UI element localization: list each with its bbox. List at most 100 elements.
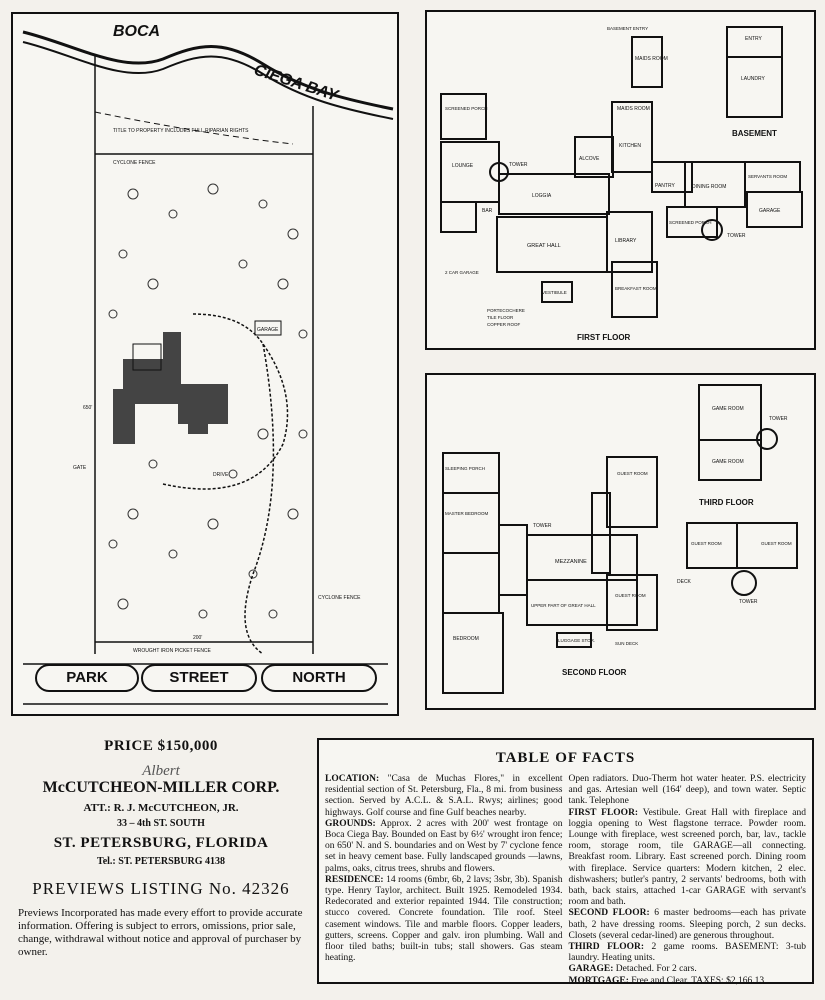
label-tile-floor: TILE FLOOR	[487, 315, 514, 320]
room-guest-room-3: GUEST ROOM	[691, 541, 722, 546]
second-floor-panel: GAME ROOM GAME ROOM TOWER THIRD FLOOR SL…	[425, 373, 816, 710]
third-floor-facts-text: 2 game rooms. BASEMENT: 3-tub laundry. H…	[568, 942, 807, 964]
riparian-note: TITLE TO PROPERTY INCLUDES FULL RIPARIAN…	[113, 128, 249, 134]
third-floor-title: THIRD FLOOR	[699, 498, 754, 507]
room-guest-room-4: GUEST ROOM	[761, 541, 792, 546]
room-maids-room-1: MAIDS ROOM	[635, 56, 668, 62]
table-of-facts: TABLE OF FACTS LOCATION: "Casa de Muchas…	[317, 738, 814, 986]
attention-line: ATT.: R. J. McCUTCHEON, JR.	[83, 802, 239, 814]
facts-title: TABLE OF FACTS	[495, 750, 636, 766]
room-luggage-stor: LUGGAGE STOR.	[558, 638, 595, 643]
telephone: Tel.: ST. PETERSBURG 4138	[96, 856, 226, 867]
second-floor-title: SECOND FLOOR	[562, 668, 627, 677]
room-guest-room-1: GUEST ROOM	[617, 471, 648, 476]
mortgage-text: Free and Clear. TAXES: $2,166.13	[631, 975, 765, 986]
first-floor-facts-text: Vestibule. Great Hall with fireplace and…	[568, 807, 807, 908]
dimension-left: 650'	[83, 405, 92, 411]
room-breakfast-room: BREAKFAST ROOM	[615, 286, 657, 291]
second-floor-facts-label: SECOND FLOOR:	[568, 908, 650, 919]
room-2-car-garage: 2 CAR GARAGE	[445, 270, 479, 275]
room-tower-1: TOWER	[533, 523, 552, 529]
first-floor-facts-label: FIRST FLOOR:	[568, 807, 639, 818]
price-text: PRICE $150,000	[104, 738, 218, 754]
room-kitchen: KITCHEN	[619, 143, 641, 149]
room-loggia: LOGGIA	[532, 193, 552, 199]
room-screened-porch-2: SCREENED PORCH	[669, 220, 712, 225]
room-garage: GARAGE	[759, 208, 781, 214]
garage-label: GARAGE	[257, 327, 279, 333]
grounds-text: Approx. 2 acres with 200' west frontage …	[325, 818, 563, 874]
second-floor-plan: GAME ROOM GAME ROOM TOWER THIRD FLOOR SL…	[442, 384, 798, 694]
room-master-bedroom: MASTER BEDROOM	[445, 511, 489, 516]
room-mezzanine: MEZZANINE	[555, 559, 587, 565]
cyclone-fence-right-label: CYCLONE FENCE	[318, 595, 361, 601]
gate-label: GATE	[73, 465, 87, 471]
grounds-label: GROUNDS:	[325, 818, 376, 829]
facts-column-right: Open radiators. Duo-Therm hot water heat…	[568, 774, 807, 986]
room-alcove: ALCOVE	[579, 156, 600, 162]
room-tower-2: TOWER	[727, 233, 746, 239]
room-bedroom: BEDROOM	[453, 636, 479, 642]
street-label-street: STREET	[141, 664, 257, 692]
location-text: "Casa de Muchas Flores," in excellent re…	[325, 774, 563, 818]
room-tower-1: TOWER	[509, 162, 528, 168]
bay-shoreline	[22, 30, 394, 111]
street-label-north: NORTH	[261, 664, 377, 692]
room-tower-3: TOWER	[769, 416, 788, 422]
room-bar: BAR	[482, 208, 493, 214]
first-floor-panel: BASEMENT ENTRY MAIDS ROOM MAIDS ROOM ENT…	[425, 10, 816, 350]
mortgage-label: MORTGAGE:	[568, 975, 629, 986]
driveway	[162, 313, 289, 490]
company-name: McCUTCHEON-MILLER CORP.	[42, 779, 280, 796]
bay-shoreline-inner	[22, 41, 394, 120]
price-block: PRICE $150,000 Albert McCUTCHEON-MILLER …	[12, 722, 310, 994]
house-footprint	[113, 332, 228, 444]
label-deck: DECK	[677, 579, 692, 585]
room-sleeping-porch: SLEEPING PORCH	[445, 466, 485, 471]
site-plan-drawing: BOCA CIEGA BAY TITLE TO PROPERTY INCLUDE…	[22, 23, 394, 705]
room-dining-room: DINING ROOM	[692, 184, 726, 190]
cyclone-fence-top-label: CYCLONE FENCE	[113, 160, 156, 166]
room-maids-room-2: MAIDS ROOM	[617, 106, 650, 112]
room-game-room-2: GAME ROOM	[712, 459, 744, 465]
third-floor-facts-label: THIRD FLOOR:	[568, 942, 645, 953]
location-label: LOCATION:	[325, 774, 380, 784]
room-screened-porch: SCREENED PORCH	[445, 106, 488, 111]
picket-fence-label: WROUGHT IRON PICKET FENCE	[133, 648, 212, 654]
room-library: LIBRARY	[615, 238, 637, 244]
room-vestibule: VESTIBULE	[542, 290, 567, 295]
basement-title: BASEMENT	[732, 129, 777, 138]
room-basement-entry: BASEMENT ENTRY	[607, 26, 648, 31]
tree-scatter	[108, 183, 308, 619]
label-sun-deck: SUN DECK	[615, 641, 638, 646]
street-label-park: PARK	[35, 664, 139, 692]
second-floor-facts-text: 6 master bedrooms—each has private bath,…	[568, 908, 807, 941]
site-plan-panel: BOCA CIEGA BAY TITLE TO PROPERTY INCLUDE…	[11, 12, 399, 716]
residence-label: RESIDENCE:	[325, 874, 384, 885]
utilities-text: Open radiators. Duo-Therm hot water heat…	[568, 774, 807, 807]
garage-facts-label: GARAGE:	[568, 964, 614, 975]
disclaimer: Previews Incorporated has made every eff…	[18, 907, 303, 958]
bay-label-boca: BOCA	[113, 23, 160, 40]
city-state: ST. PETERSBURG, FLORIDA	[53, 835, 269, 851]
room-great-hall: GREAT HALL	[527, 243, 561, 249]
room-guest-room-2: GUEST ROOM	[615, 593, 646, 598]
room-lounge: LOUNGE	[452, 163, 474, 169]
garage-facts-text: Detached. For 2 cars.	[615, 964, 697, 975]
garage-building	[254, 320, 282, 336]
room-laundry: LAUNDRY	[741, 76, 765, 82]
bay-label-ciega: CIEGA BAY	[252, 62, 341, 105]
room-entry: ENTRY	[745, 36, 763, 42]
room-tower-2: TOWER	[739, 599, 758, 605]
first-floor-plan: BASEMENT ENTRY MAIDS ROOM MAIDS ROOM ENT…	[440, 26, 803, 342]
room-servants-room: SERVANTS ROOM	[748, 174, 787, 179]
drive-label: DRIVE	[213, 472, 229, 478]
label-copper-roof: COPPER ROOF	[487, 322, 521, 327]
handwritten-signature: Albert	[142, 763, 180, 779]
listing-number: PREVIEWS LISTING No. 42326	[32, 879, 290, 898]
facts-column-left: LOCATION: "Casa de Muchas Flores," in ex…	[325, 774, 563, 978]
room-pantry: PANTRY	[655, 183, 675, 189]
dimension-bottom: 200'	[193, 635, 202, 641]
room-upper-great-hall: UPPER PART OF GREAT HALL	[531, 603, 596, 608]
room-game-room-1: GAME ROOM	[712, 406, 744, 412]
